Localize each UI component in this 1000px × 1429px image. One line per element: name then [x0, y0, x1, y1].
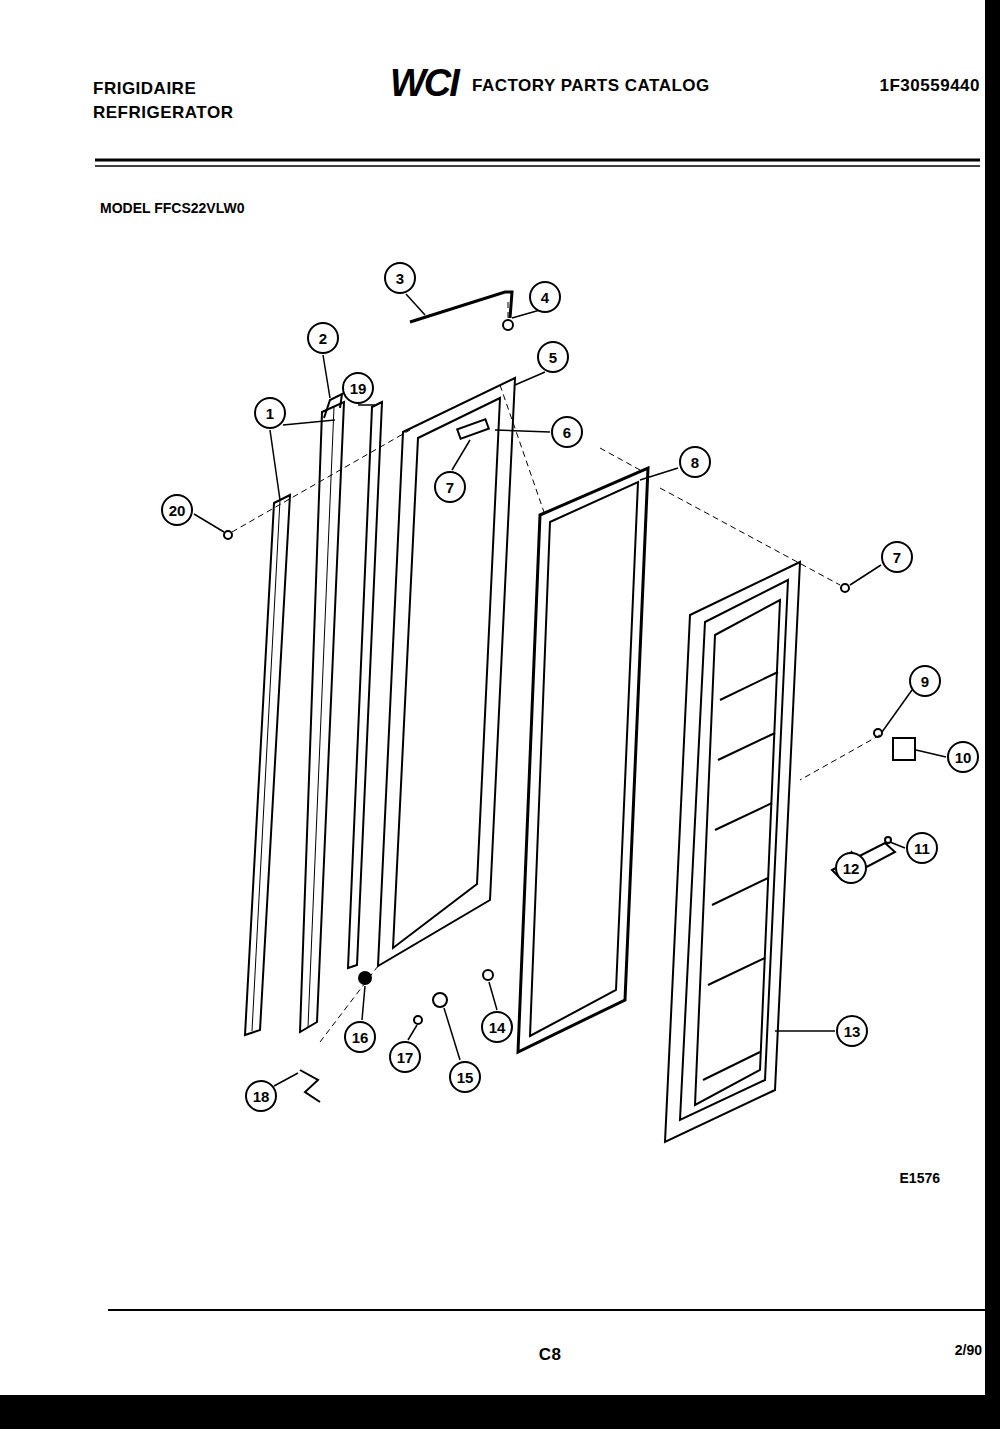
callout-number: 7	[434, 471, 466, 503]
callout-number: 13	[836, 1015, 868, 1047]
date-code: 2/90	[955, 1343, 982, 1357]
callout-number: 15	[449, 1061, 481, 1093]
callout-number: 10	[947, 741, 979, 773]
callout-number: 19	[342, 372, 374, 404]
callout-number: 5	[537, 341, 569, 373]
figure-code: E1576	[900, 1171, 940, 1185]
callout-number: 9	[909, 665, 941, 697]
catalog-title: FACTORY PARTS CATALOG	[472, 77, 710, 94]
callout-number: 12	[835, 852, 867, 884]
callout-number: 18	[245, 1080, 277, 1112]
callout-number: 4	[529, 281, 561, 313]
catalog-number: 1F30559440	[880, 77, 980, 94]
callout-number: 8	[679, 446, 711, 478]
callout-number: 11	[906, 832, 938, 864]
product-type: REFRIGERATOR	[93, 104, 233, 121]
callout-number: 3	[384, 262, 416, 294]
callout-number: 20	[161, 494, 193, 526]
callout-number: 16	[344, 1021, 376, 1053]
callout-number: 7	[881, 541, 913, 573]
callout-number: 6	[551, 416, 583, 448]
callout-number: 1	[254, 397, 286, 429]
logo-text: WCI	[390, 64, 458, 102]
callout-number: 2	[307, 322, 339, 354]
callout-number: 14	[481, 1011, 513, 1043]
model-number: MODEL FFCS22VLW0	[100, 201, 244, 215]
page-number: C8	[539, 1346, 562, 1363]
brand-name: FRIGIDAIRE	[93, 80, 196, 97]
callout-number: 17	[389, 1041, 421, 1073]
